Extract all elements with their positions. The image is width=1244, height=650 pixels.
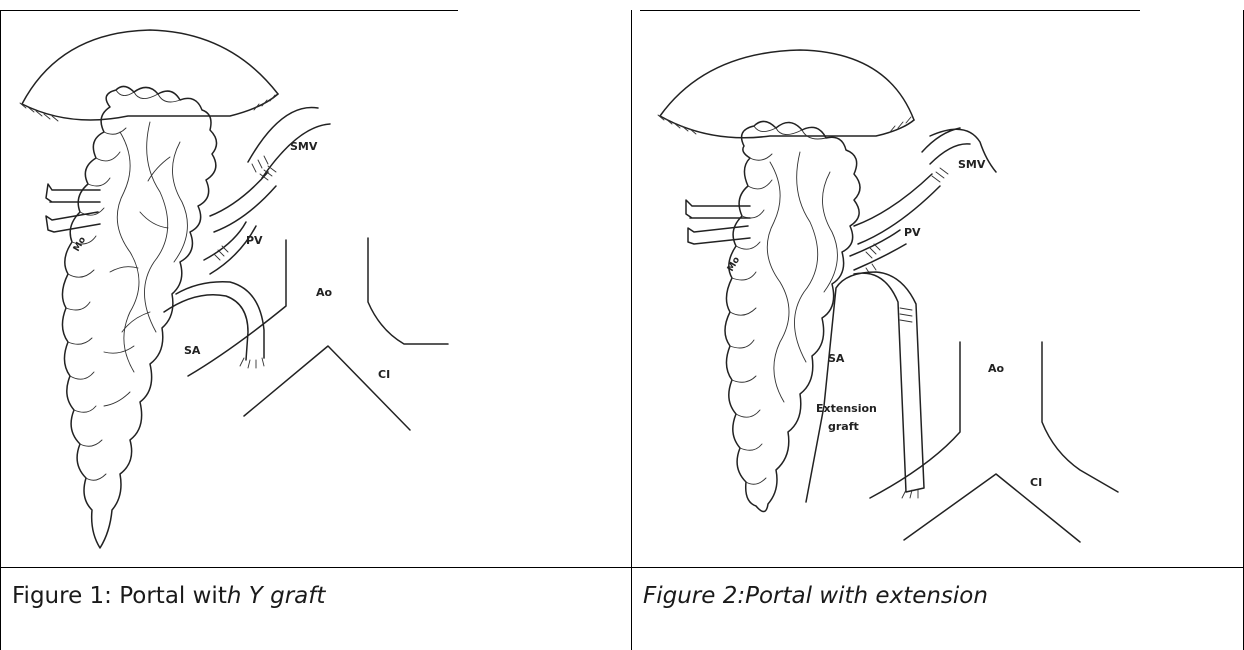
fig1-label-ci: CI: [378, 368, 390, 381]
table-top-border-right: [640, 10, 1140, 11]
fig1-label-smv: SMV: [290, 140, 318, 153]
fig1-label-ao: Ao: [316, 286, 333, 299]
figure-2-caption-italic: Figure 2:Portal with extension: [643, 583, 988, 609]
fig2-label-sa: SA: [828, 352, 845, 365]
fig2-label-ci: CI: [1030, 476, 1042, 489]
fig2-label-ao: Ao: [988, 362, 1005, 375]
pancreas-lobules: [725, 121, 860, 511]
ci-outline: [244, 346, 410, 430]
figure-1-caption-italic: h Y graft: [227, 583, 326, 609]
table-top-border-left: [0, 10, 458, 11]
liver-cut-surface-arc: [660, 50, 914, 120]
liver-cut-surface-arc: [22, 30, 278, 104]
fig2-label-pv: PV: [904, 226, 921, 239]
figure-2-drawing: Mo SMV PV SA Extension graft Ao CI: [640, 12, 1240, 566]
graft-junction: [850, 230, 906, 270]
smv-vessel: [248, 107, 330, 178]
pancreas-lobules: [62, 86, 216, 548]
figure-1-caption: Figure 1: Portal with Y graft: [12, 583, 325, 609]
extension-graft: [806, 272, 924, 502]
fig2-label-mo: Mo: [726, 255, 742, 273]
table-column-divider: [631, 10, 632, 650]
figure-1-drawing: Mo SMV PV SA Ao CI: [0, 12, 630, 566]
portal-vein-graft: [210, 172, 276, 232]
smv-suture: [252, 156, 268, 172]
table-row-divider: [0, 567, 1244, 568]
figure-1-caption-plain: Figure 1: Portal wit: [12, 583, 227, 609]
y-graft-sutures: [214, 246, 264, 368]
bile-duct-stumps: [46, 184, 100, 232]
figure-2-caption: Figure 2:Portal with extension: [643, 583, 988, 609]
portal-vein-graft: [854, 174, 940, 244]
fig1-label-pv: PV: [246, 234, 263, 247]
fig2-label-extension: Extension: [816, 402, 877, 415]
ci-outline: [904, 474, 1080, 542]
fig2-label-smv: SMV: [958, 158, 986, 171]
fig1-label-mo: Mo: [72, 235, 88, 253]
bile-duct-stumps: [686, 200, 750, 244]
fig2-label-graft: graft: [828, 420, 859, 433]
pv-suture: [932, 168, 948, 182]
fig1-label-sa: SA: [184, 344, 201, 357]
